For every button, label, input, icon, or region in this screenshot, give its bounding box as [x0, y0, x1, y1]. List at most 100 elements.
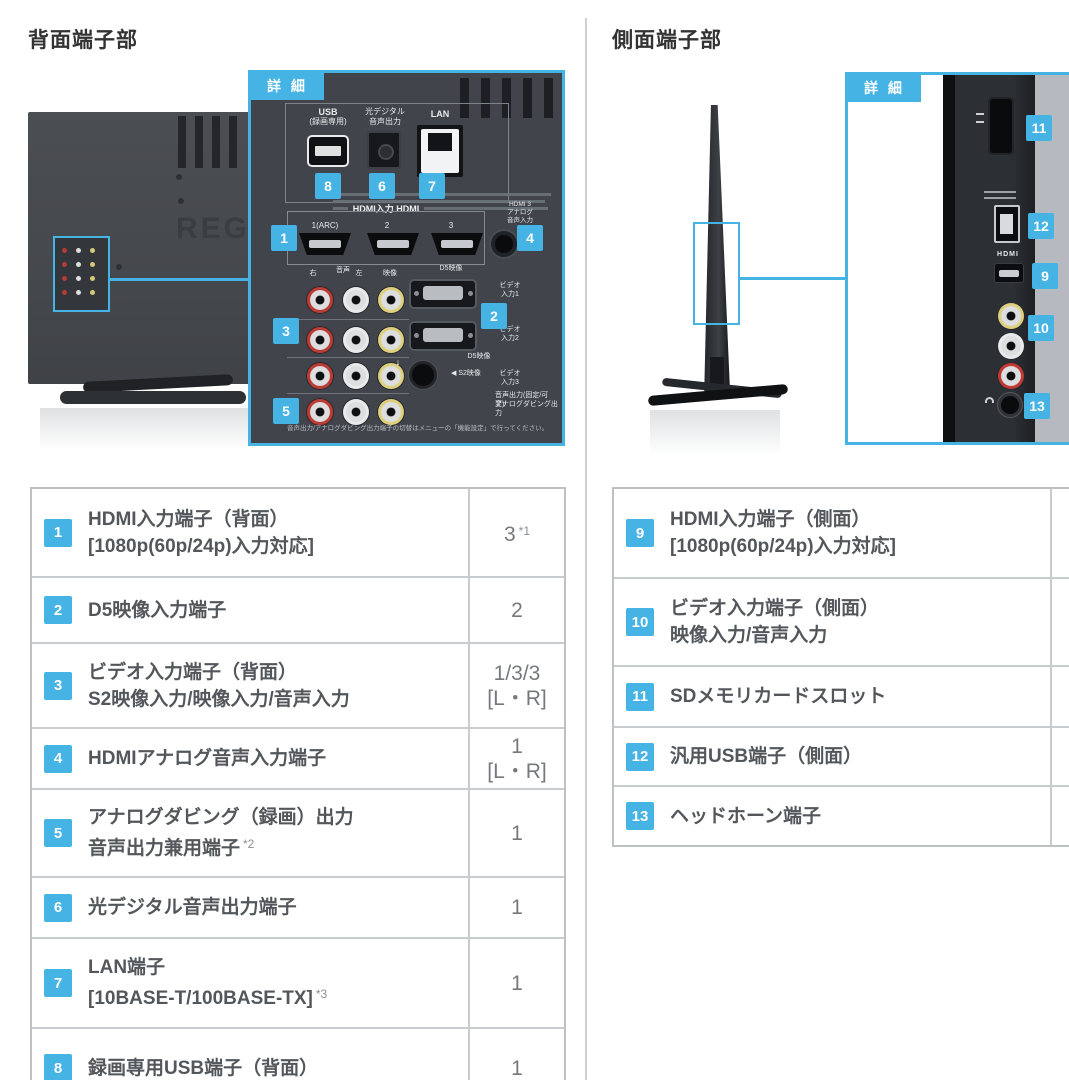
- callout-badge-6: 6: [369, 173, 395, 199]
- sd-card-slot: [988, 97, 1014, 155]
- row-number-badge: 5: [44, 819, 72, 847]
- count-cell: 3*1: [503, 522, 531, 546]
- table-row: 3 ビデオ入力端子（背面）S2映像入力/映像入力/音声入力 1/3/3[L・R]: [32, 642, 564, 727]
- usb-port-label: USB: [318, 107, 338, 117]
- video-in2-label: ビデオ: [499, 326, 521, 333]
- detail-tab: 詳 細: [848, 75, 921, 102]
- table-row: 8 録画専用USB端子（背面） 1: [32, 1027, 564, 1080]
- rca-video-2: [378, 327, 404, 353]
- table-row: 2 D5映像入力端子 2: [32, 576, 564, 642]
- hdmi-port1-label: 1(ARC): [311, 221, 339, 230]
- callout-badge-3: 3: [273, 318, 299, 344]
- headphone-jack: [998, 393, 1022, 417]
- column-divider: [585, 18, 587, 1080]
- detail-tab: 詳 細: [251, 73, 324, 100]
- side-hdmi-port: [994, 263, 1024, 283]
- video-in3-label2: 入力3: [501, 379, 519, 386]
- hdmi-port3-label: 3: [448, 221, 454, 230]
- hdmi-port2-label: 2: [384, 221, 390, 230]
- hdmi3-analog-label: HDMI 3: [508, 201, 532, 208]
- count-cell: 1[L・R]: [487, 734, 547, 783]
- audio-out-label2: アナログダビング出力: [495, 401, 558, 417]
- rca-dubbing-out: [378, 399, 404, 425]
- count-cell: [1052, 728, 1069, 785]
- table-row: 5 アナログダビング（録画）出力 音声出力兼用端子*2 1: [32, 788, 564, 876]
- optical-audio-port: [367, 131, 401, 169]
- rca-audio-out-l: [343, 399, 369, 425]
- count-cell: 2: [511, 598, 523, 622]
- callout-connector-line: [108, 278, 250, 281]
- rca-video-3: [378, 363, 404, 389]
- row-number-badge: 4: [44, 744, 72, 773]
- side-audio-l-jack: [998, 333, 1024, 359]
- row-number-badge: 10: [626, 608, 654, 636]
- usb-port: [307, 135, 349, 167]
- count-cell: 1: [511, 971, 523, 995]
- rca-audio-l-1: [343, 287, 369, 313]
- callout-badge-1: 1: [271, 225, 297, 251]
- tv-rear-photo: REG: [28, 112, 252, 384]
- headphone-icon: [985, 397, 994, 403]
- hdmi-port-2: [367, 233, 419, 255]
- terminal-cluster-thumbnail: [54, 238, 109, 310]
- side-detail-panel: 詳 細 11 12 HDMI 9 10 13: [845, 72, 1069, 445]
- side-video-in-jack: [998, 303, 1024, 329]
- s2-label: ◀ S2映像: [451, 370, 481, 377]
- side-audio-r-jack: [998, 363, 1024, 389]
- callout-badge-12: 12: [1028, 213, 1054, 239]
- row-number-badge: 12: [626, 742, 654, 771]
- table-row: 11 SDメモリカードスロット: [614, 665, 1069, 726]
- vent-slots: [178, 116, 246, 168]
- table-row: 1 HDMI入力端子（背面）[1080p(60p/24p)入力対応] 3*1: [32, 489, 564, 576]
- rear-section-heading: 背面端子部: [28, 29, 138, 52]
- optical-port-label: 光デジタル: [365, 107, 405, 116]
- count-cell: [1052, 667, 1069, 726]
- rear-detail-panel: 詳 細 USB (録画専用) 光デジタル 音声出力 LAN 8 6 7 HDMI…: [248, 70, 565, 446]
- row-separator: [287, 393, 409, 394]
- hdmi3-analog-label3: 音声入力: [507, 217, 533, 224]
- side-usb-port: [994, 205, 1020, 243]
- callout-badge-9: 9: [1032, 263, 1058, 289]
- rca-video-1: [378, 287, 404, 313]
- hdmi3-analog-label2: アナログ: [507, 209, 533, 216]
- callout-badge-13: 13: [1024, 393, 1050, 419]
- floor-reflection: [40, 408, 250, 450]
- lan-port-label: LAN: [430, 109, 450, 119]
- row-number-badge: 9: [626, 519, 654, 547]
- callout-badge-4: 4: [517, 225, 543, 251]
- tv-stand-base: [60, 391, 246, 404]
- rca-audio-r-2: [307, 327, 333, 353]
- side-section-heading: 側面端子部: [612, 29, 722, 52]
- count-cell: 1: [511, 896, 523, 919]
- video-in2-label2: 入力2: [501, 335, 519, 342]
- rca-audio-out-r: [307, 399, 333, 425]
- video-in1-label2: 入力1: [501, 291, 519, 298]
- table-row: 10 ビデオ入力端子（側面）映像入力/音声入力: [614, 577, 1069, 665]
- rca-audio-r-3: [307, 363, 333, 389]
- row-number-badge: 11: [626, 682, 654, 711]
- hdmi-section-header: HDMI入力 HDMI: [287, 202, 485, 215]
- row-number-badge: 13: [626, 802, 654, 830]
- hdmi3-audio-jack: [491, 231, 517, 257]
- rca-audio-l-3: [343, 363, 369, 389]
- lan-port: [417, 125, 463, 177]
- rca-audio-r-1: [307, 287, 333, 313]
- row-separator: [287, 357, 409, 358]
- audio-out-label: 音声出力(固定/可変)/: [495, 392, 549, 408]
- usb-label-marks: [984, 191, 1016, 193]
- table-row: 13 ヘッドホーン端子: [614, 785, 1069, 845]
- row-number-badge: 3: [44, 671, 72, 700]
- row-number-badge: 6: [44, 893, 72, 922]
- optical-port-label2: 音声出力: [369, 117, 401, 126]
- rca-left-label: 左: [355, 270, 363, 277]
- sd-icon-marks: [976, 113, 984, 115]
- d5-label-1: D5映像: [439, 265, 463, 272]
- rca-audio-label: 音声: [336, 267, 350, 274]
- video-in3-label: ビデオ: [499, 370, 521, 377]
- panel-fine-print: 音声出力/アナログダビング出力端子の切替はメニューの「機能設定」で行ってください…: [287, 425, 549, 432]
- d5-label-2: D5映像: [467, 353, 491, 360]
- brand-logo-text: REG: [175, 212, 250, 245]
- rear-terminal-table: 1 HDMI入力端子（背面）[1080p(60p/24p)入力対応] 3*1 2…: [30, 487, 566, 1080]
- count-cell: [1052, 489, 1069, 577]
